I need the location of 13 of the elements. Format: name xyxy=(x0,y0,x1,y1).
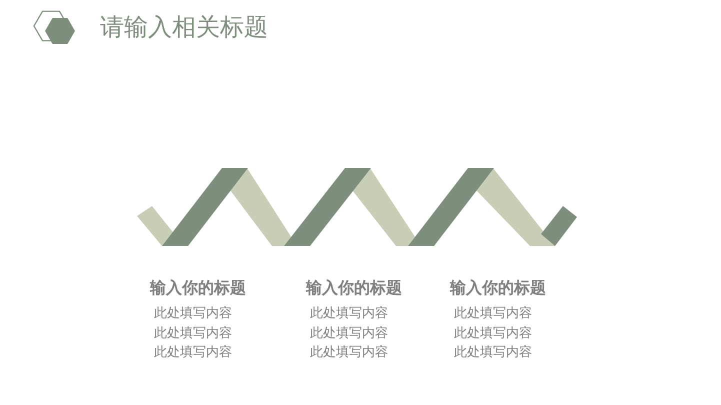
column-heading: 输入你的标题 xyxy=(150,277,246,299)
column-heading: 输入你的标题 xyxy=(450,277,546,299)
body-text: 此处填写内容 xyxy=(310,324,388,342)
body-text: 此处填写内容 xyxy=(454,344,532,362)
column-heading: 输入你的标题 xyxy=(306,277,402,299)
body-text: 此处填写内容 xyxy=(454,305,532,323)
body-text: 此处填写内容 xyxy=(154,305,232,323)
body-text: 此处填写内容 xyxy=(154,324,232,342)
slide-title: 请输入相关标题 xyxy=(100,12,268,42)
body-text: 此处填写内容 xyxy=(310,305,388,323)
body-text: 此处填写内容 xyxy=(454,324,532,342)
body-text: 此处填写内容 xyxy=(310,344,388,362)
body-text: 此处填写内容 xyxy=(154,344,232,362)
